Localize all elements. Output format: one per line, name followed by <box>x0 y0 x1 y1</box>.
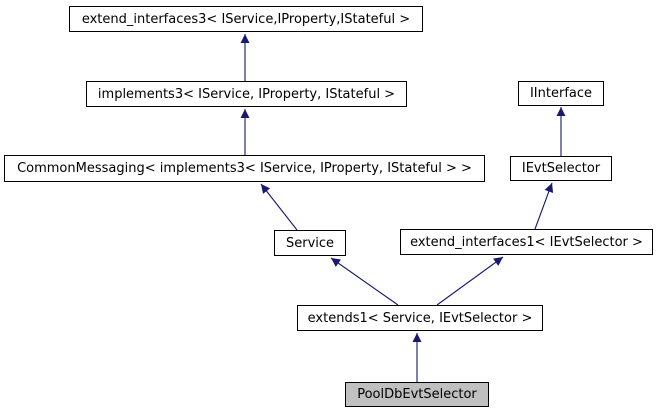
node-ievtselector[interactable]: IEvtSelector <box>510 156 612 181</box>
node-service[interactable]: Service <box>274 230 346 256</box>
node-extends1[interactable]: extends1< Service, IEvtSelector > <box>297 305 543 331</box>
node-extend-interfaces1[interactable]: extend_interfaces1< IEvtSelector > <box>400 229 653 255</box>
node-implements3[interactable]: implements3< IService, IProperty, IState… <box>86 81 407 107</box>
edge-extends1-to-Service <box>330 257 399 306</box>
node-extend-interfaces3[interactable]: extend_interfaces3< IService,IProperty,I… <box>69 6 423 32</box>
edge-extends1-to-extend_interfaces1 <box>436 256 504 306</box>
edge-Service-to-CommonMessaging <box>260 183 298 231</box>
node-pooldbevtselector: PoolDbEvtSelector <box>345 382 489 407</box>
node-iinterface[interactable]: IInterface <box>518 81 604 106</box>
node-common-messaging[interactable]: CommonMessaging< implements3< IService, … <box>4 155 485 182</box>
edge-extend_interfaces1-to-IEvtSelector <box>534 182 554 230</box>
